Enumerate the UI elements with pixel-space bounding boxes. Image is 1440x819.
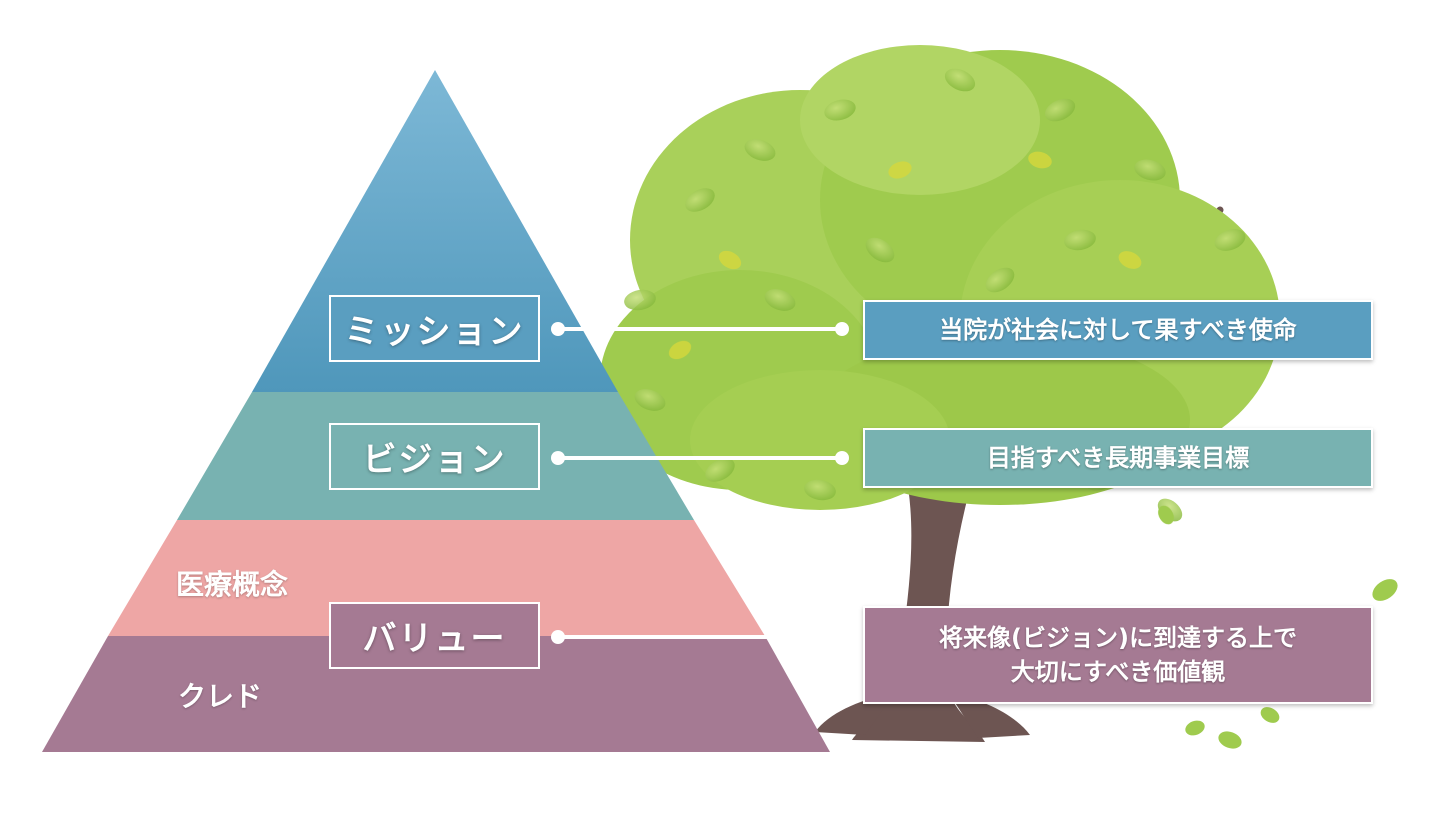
value-description-line2: 大切にすべき価値観 — [1010, 658, 1226, 686]
value-description: 将来像(ビジョン)に到達する上で 大切にすべき価値観 — [863, 606, 1373, 704]
vision-label: ビジョン — [329, 423, 540, 490]
pyramid-layer-medical-concept — [108, 520, 765, 636]
mission-description-text: 当院が社会に対して果すべき使命 — [939, 316, 1297, 344]
vision-description-text: 目指すべき長期事業目標 — [986, 444, 1250, 472]
pyramid-layer-credo — [42, 636, 830, 752]
connector-mission-start-dot — [551, 322, 565, 336]
mission-label: ミッション — [329, 295, 540, 362]
connector-vision-end-dot — [835, 451, 849, 465]
credo-label: クレド — [178, 680, 263, 713]
connector-mission-end-dot — [835, 322, 849, 336]
vision-label-text: ビジョン — [362, 440, 507, 480]
mission-label-text: ミッション — [344, 312, 525, 352]
value-label: バリュー — [329, 602, 540, 669]
medical-concept-label: 医療概念 — [176, 568, 289, 601]
connectors — [551, 322, 849, 644]
value-label-text: バリュー — [362, 619, 507, 659]
value-description-line1: 将来像(ビジョン)に到達する上で — [939, 624, 1297, 652]
connector-value-end-dot — [835, 630, 849, 644]
connector-vision-start-dot — [551, 451, 565, 465]
falling-leaves — [1158, 505, 1398, 749]
vision-description: 目指すべき長期事業目標 — [863, 428, 1373, 488]
mission-description: 当院が社会に対して果すべき使命 — [863, 300, 1373, 360]
connector-value-start-dot — [551, 630, 565, 644]
